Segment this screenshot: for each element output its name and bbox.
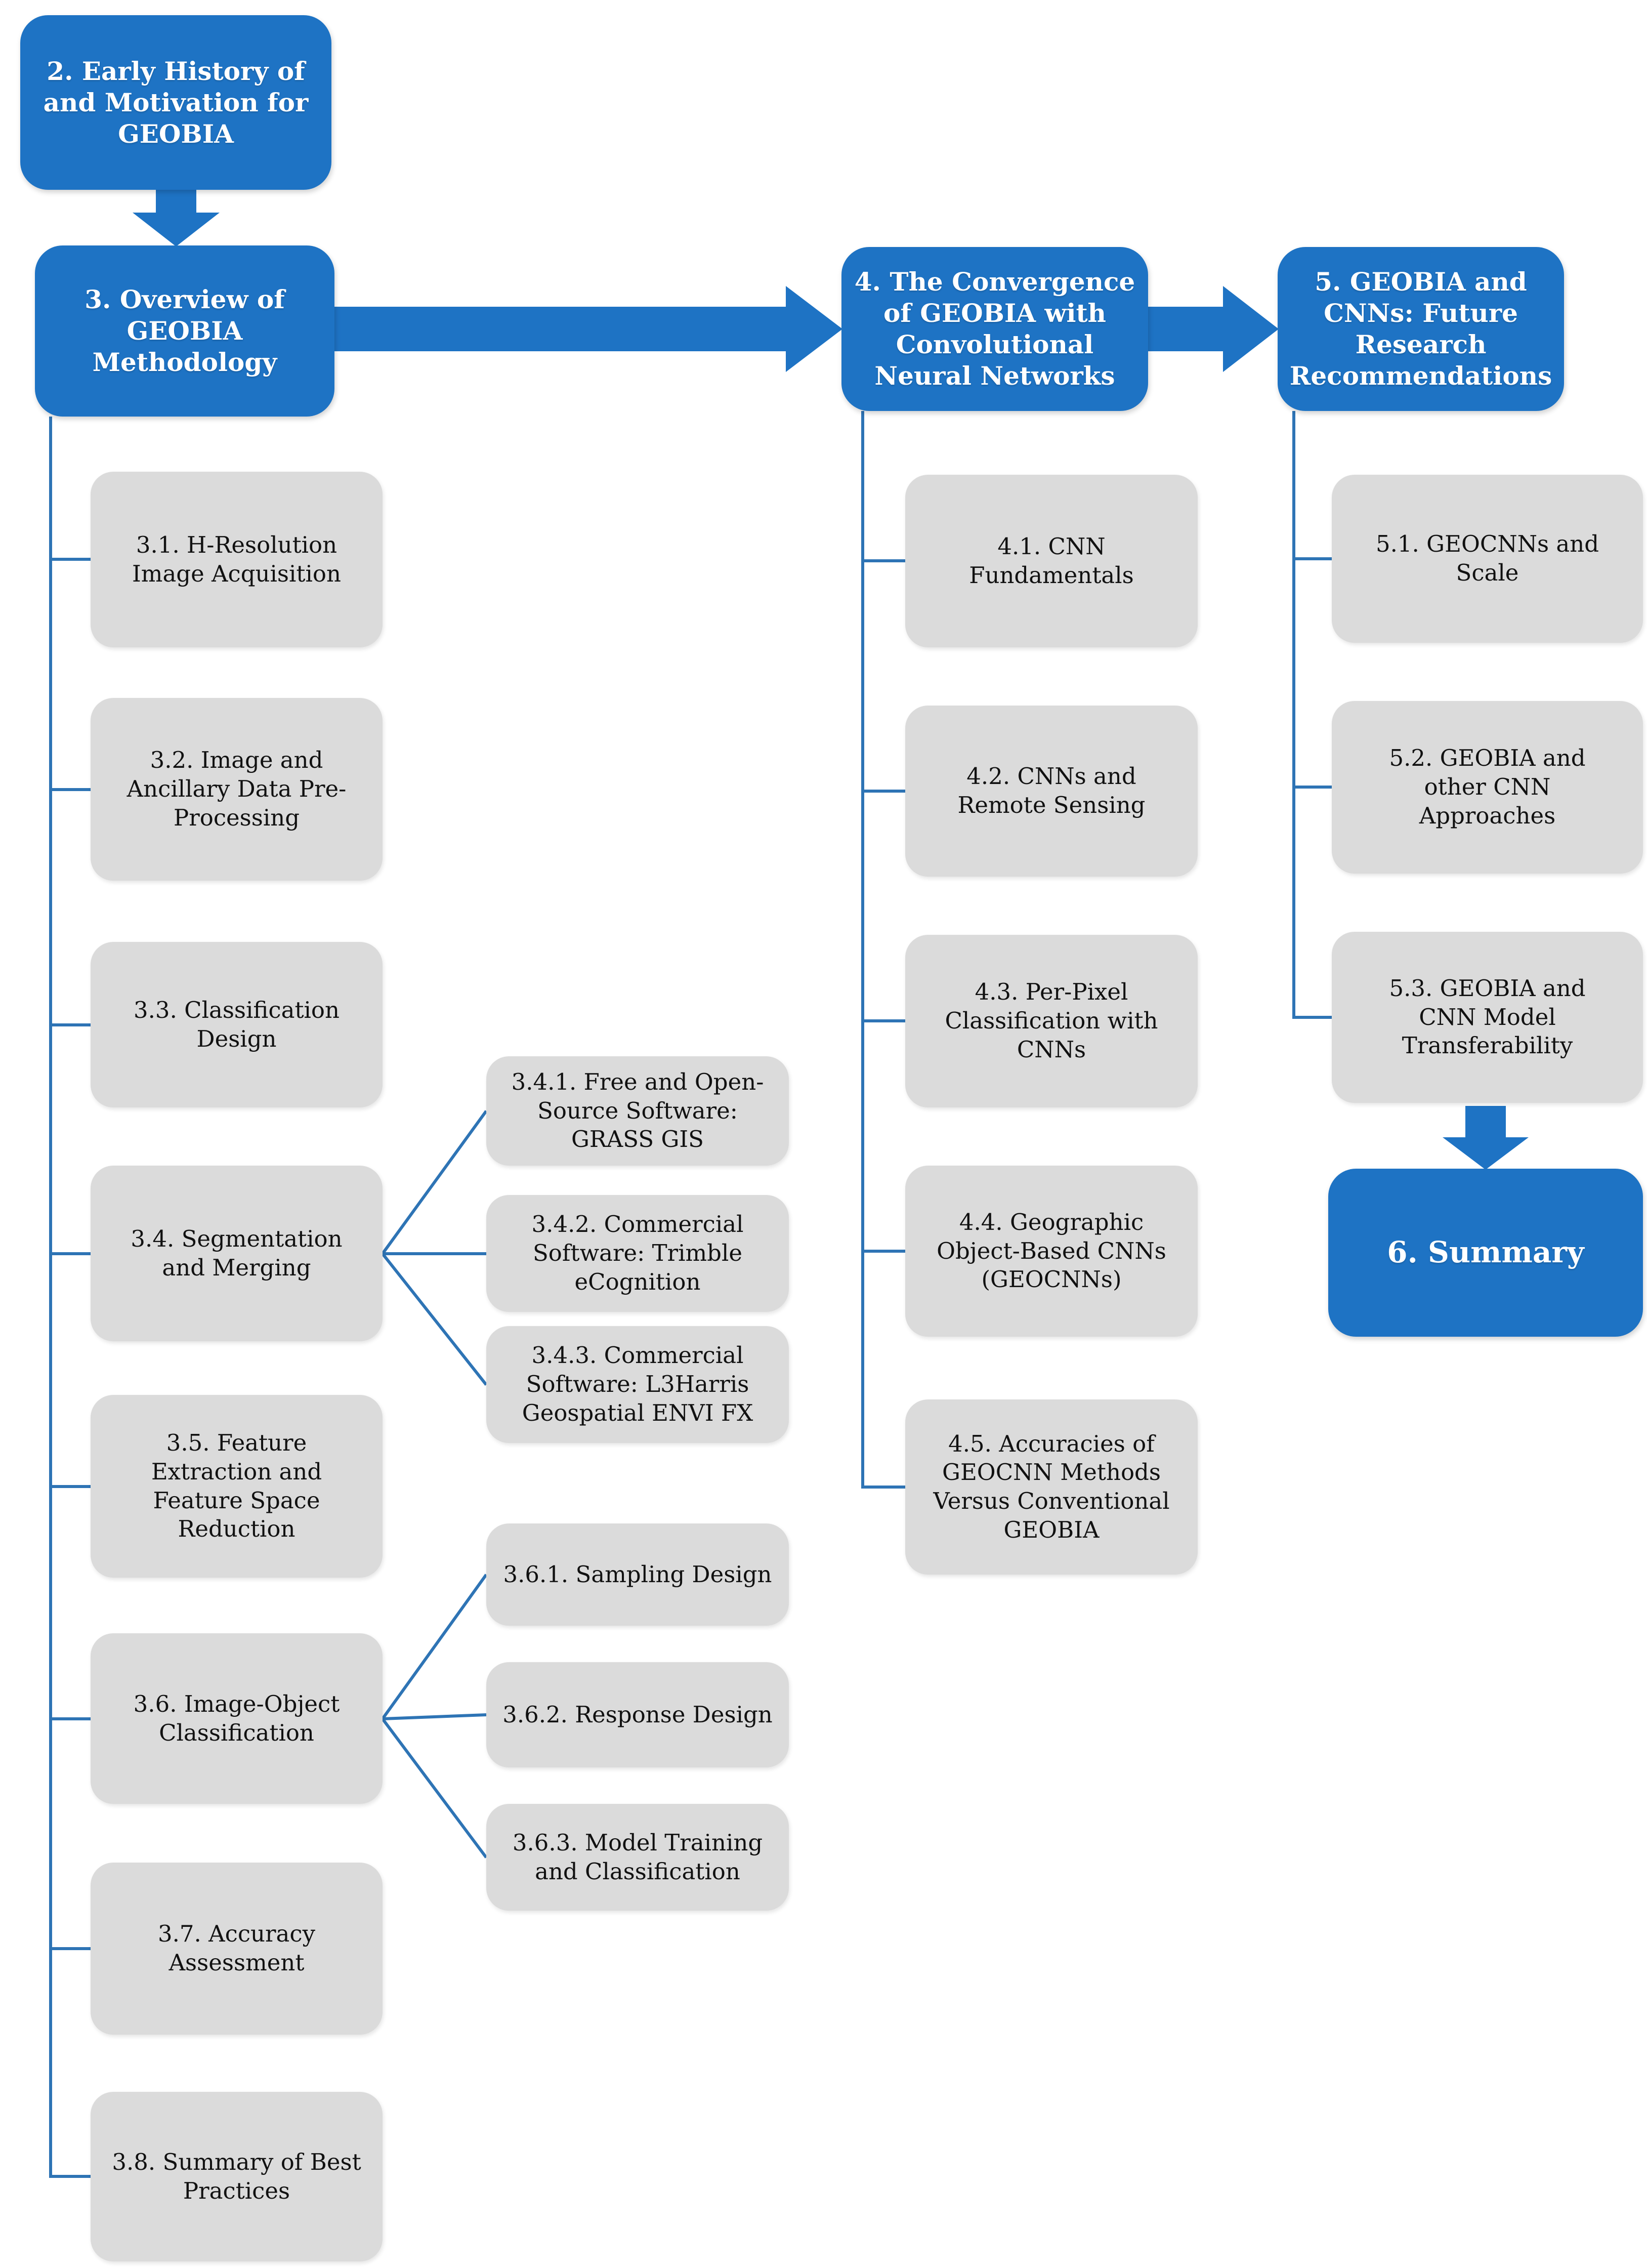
node-3-3-classification-design: 3.3. Classification Design <box>91 942 383 1107</box>
connector-sec3-spine <box>49 417 91 2178</box>
node-2-early-history: 2. Early History of and Motivation for G… <box>20 15 331 190</box>
node-3-4-segmentation-merging: 3.4. Segmentation and Merging <box>91 1166 383 1341</box>
node-5-3-model-transferability: 5.3. GEOBIA and CNN Model Transferabilit… <box>1332 932 1643 1103</box>
node-4-4-geocnns: 4.4. Geographic Object-Based CNNs (GEOCN… <box>905 1166 1198 1337</box>
node-4-5-accuracies: 4.5. Accuracies of GEOCNN Methods Versus… <box>905 1399 1198 1575</box>
connector-sec4-stubs <box>863 559 905 1253</box>
node-3-5-feature-extraction: 3.5. Feature Extraction and Feature Spac… <box>91 1395 383 1578</box>
node-5-future-research: 5. GEOBIA and CNNs: Future Research Reco… <box>1278 247 1564 411</box>
node-3-6-image-object-classification: 3.6. Image-Object Classification <box>91 1633 383 1804</box>
node-3-4-3-envi-fx: 3.4.3. Commercial Software: L3Harris Geo… <box>486 1326 789 1443</box>
node-5-2-other-cnn-approaches: 5.2. GEOBIA and other CNN Approaches <box>1332 701 1643 874</box>
node-3-2-preprocessing: 3.2. Image and Ancillary Data Pre- Proce… <box>91 698 383 881</box>
node-3-6-1-sampling-design: 3.6.1. Sampling Design <box>486 1523 789 1626</box>
node-3-7-accuracy-assessment: 3.7. Accuracy Assessment <box>91 1863 383 2035</box>
node-5-1-geocnns-scale: 5.1. GEOCNNs and Scale <box>1332 475 1643 643</box>
node-3-overview-methodology: 3. Overview of GEOBIA Methodology <box>35 245 334 417</box>
node-3-4-2-trimble-ecognition: 3.4.2. Commercial Software: Trimble eCog… <box>486 1195 789 1312</box>
node-4-3-per-pixel-classification: 4.3. Per-Pixel Classification with CNNs <box>905 935 1198 1107</box>
node-3-1-image-acquisition: 3.1. H-Resolution Image Acquisition <box>91 472 383 647</box>
node-3-6-3-model-training: 3.6.3. Model Training and Classification <box>486 1804 789 1911</box>
node-3-8-best-practices: 3.8. Summary of Best Practices <box>91 2092 383 2261</box>
node-3-6-2-response-design: 3.6.2. Response Design <box>486 1662 789 1767</box>
arrow-3-to-4-icon <box>334 286 842 372</box>
node-4-convergence-cnn: 4. The Convergence of GEOBIA with Convol… <box>841 247 1148 411</box>
node-6-summary: 6. Summary <box>1328 1169 1643 1337</box>
arrow-2-to-3-icon <box>133 190 220 246</box>
node-3-4-1-grass-gis: 3.4.1. Free and Open- Source Software: G… <box>486 1056 789 1166</box>
arrow-5-3-to-6-icon <box>1443 1106 1529 1170</box>
connector-3-6-fan <box>381 1574 488 1859</box>
connector-sec5-stubs <box>1294 557 1332 789</box>
connector-sec4-spine <box>861 411 905 1489</box>
node-4-2-cnns-remote-sensing: 4.2. CNNs and Remote Sensing <box>905 706 1198 877</box>
connector-3-4-fan <box>381 1110 488 1386</box>
arrow-4-to-5-icon <box>1148 286 1279 372</box>
node-4-1-cnn-fundamentals: 4.1. CNN Fundamentals <box>905 475 1198 647</box>
connector-sec3-stubs <box>51 558 91 1950</box>
connector-sec5-spine <box>1292 411 1332 1019</box>
